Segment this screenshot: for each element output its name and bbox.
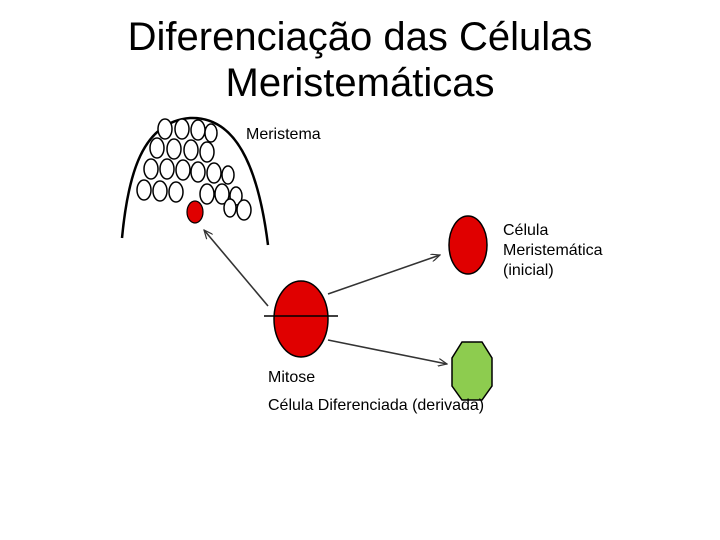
meristem-cell (166, 138, 182, 160)
initial-cell-label-line-3: (inicial) (503, 262, 554, 279)
meristem-cell (199, 183, 215, 205)
meristem-cell (149, 137, 165, 159)
meristem-cell (236, 199, 252, 221)
meristem-cell (199, 141, 215, 163)
meristem-cell (204, 123, 218, 143)
meristem-red-cell (186, 200, 204, 224)
meristem-cell (183, 139, 199, 161)
meristem-cell (221, 165, 235, 185)
arrow-to-derived-cell (327, 339, 447, 364)
derived-differentiated-cell (451, 341, 493, 401)
meristem-cell (174, 118, 190, 140)
meristem-cell (157, 118, 173, 140)
meristem-cell (190, 119, 206, 141)
meristem-cell (168, 181, 184, 203)
meristem-cell (190, 161, 206, 183)
meristem-cell (214, 183, 230, 205)
title-line-2: Meristemáticas (225, 61, 495, 105)
meristem-cell (136, 179, 152, 201)
meristem-cell (175, 159, 191, 181)
meristem-cell (223, 198, 237, 218)
mother-cell (273, 280, 329, 358)
meristem-label: Meristema (246, 126, 321, 143)
arrow-to-initial-cell (327, 255, 440, 295)
meristem-cells (136, 118, 252, 221)
meristem-cell (152, 180, 168, 202)
initial-cell-label-line-2: Meristemática (503, 242, 603, 259)
meristem-cell (143, 158, 159, 180)
meristem-cell (159, 158, 175, 180)
slide-title: Diferenciação das Células Meristemáticas (0, 14, 720, 106)
initial-meristematic-cell (448, 215, 488, 275)
meristem-cell (206, 162, 222, 184)
arrow-to-meristem (204, 230, 269, 307)
initial-cell-label: Célula Meristemática (inicial) (503, 221, 603, 281)
initial-cell-label-line-1: Célula (503, 222, 549, 239)
meristem-dome-outline (120, 116, 270, 246)
differentiated-cell-label: Célula Diferenciada (derivada) (268, 397, 485, 414)
mitosis-label: Mitose (268, 369, 316, 386)
title-line-1: Diferenciação das Células (127, 15, 593, 59)
